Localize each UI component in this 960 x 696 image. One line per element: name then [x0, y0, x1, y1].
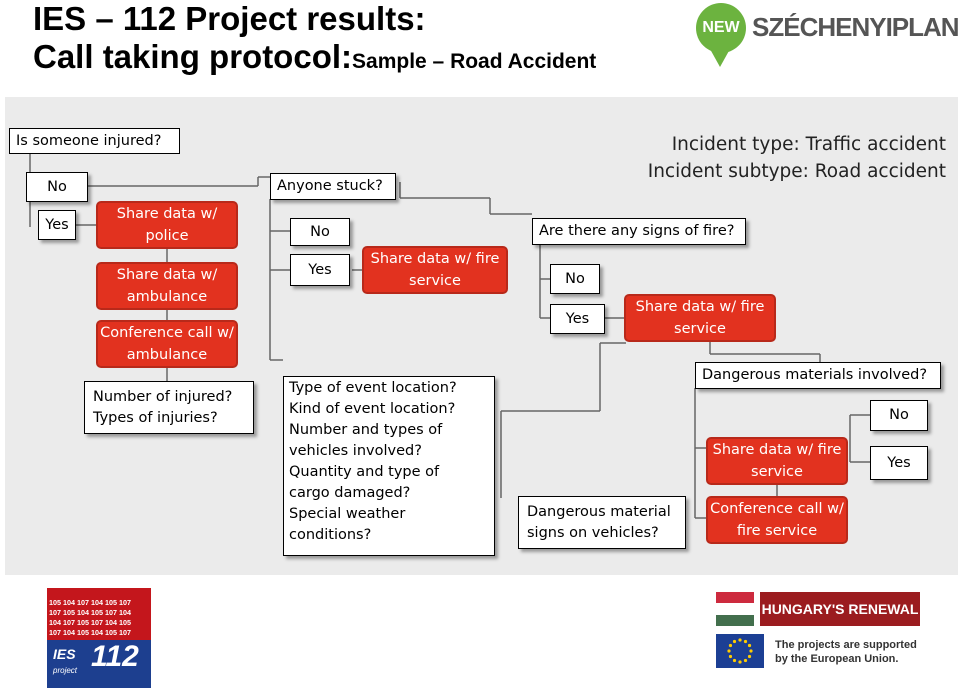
eu-star-icon [749, 649, 753, 653]
eu-star-icon [747, 654, 752, 659]
subtitle-main: Call taking protocol: [33, 38, 353, 75]
ies-number-grid: 105 104 107 104 105 107 107 105 104 105 … [49, 598, 149, 638]
eu-star-icon [738, 660, 742, 664]
injury-count-question: Number of injured? [93, 388, 233, 405]
question-signs-of-fire: Are there any signs of fire? [532, 218, 746, 245]
ies-112-logo: 105 104 107 104 105 107 107 105 104 105 … [47, 588, 151, 688]
detail-line: Kind of event location? [289, 401, 456, 417]
detail-line: Special weather [289, 506, 406, 522]
ies-number-row: 105 104 107 104 105 107 [49, 598, 131, 607]
share-data-police[interactable]: Share data w/ police [96, 201, 238, 249]
detail-line: Quantity and type of [289, 464, 440, 480]
hungarys-renewal-text: HUNGARY'S RENEWAL [760, 592, 920, 626]
page-title: IES – 112 Project results: [33, 0, 426, 37]
hungarian-flag-icon [716, 592, 754, 626]
incident-subtype-label: Incident subtype: Road accident [647, 161, 946, 182]
answer-no-injured[interactable]: No [26, 172, 88, 202]
detail-line: Type of event location? [289, 380, 457, 396]
eu-star-icon [732, 639, 737, 644]
page-subtitle: Call taking protocol:Sample – Road Accid… [33, 38, 596, 76]
share-data-fire-dangerous[interactable]: Share data w/ fire service [706, 437, 848, 485]
eu-star-icon [732, 658, 737, 663]
eu-star-icon [747, 643, 752, 648]
ies-logo-bottom: IES 112 project [47, 640, 151, 688]
detail-line: Number and types of [289, 422, 443, 438]
answer-yes-stuck[interactable]: Yes [290, 254, 350, 286]
eu-star-icon [738, 638, 742, 642]
question-dangerous-materials: Dangerous materials involved? [695, 362, 941, 389]
eu-support-line2: by the European Union. [775, 653, 899, 665]
share-data-fire-signs[interactable]: Share data w/ fire service [624, 294, 776, 342]
ies-number-row: 104 107 105 107 104 105 [49, 618, 131, 627]
answer-no-fire[interactable]: No [550, 264, 600, 294]
dangerous-signs-line1: Dangerous material [527, 503, 671, 520]
eu-stars-icon [727, 638, 753, 664]
conference-call-ambulance[interactable]: Conference call w/ ambulance [96, 320, 238, 368]
answer-no-stuck[interactable]: No [290, 218, 350, 246]
detail-line: cargo damaged? [289, 485, 411, 501]
ies-label: IES [53, 646, 76, 662]
hungarys-renewal-banner: HUNGARY'S RENEWAL [716, 592, 920, 626]
detail-line: vehicles involved? [289, 443, 422, 459]
ies-project-label: project [53, 666, 78, 675]
injury-types-question: Types of injuries? [93, 409, 218, 426]
eu-star-icon [728, 643, 733, 648]
eu-star-icon [727, 649, 731, 653]
eu-support-line1: The projects are supported [775, 639, 917, 651]
szechenyi-plan-logo: SZÉCHENYIPLAN [752, 12, 960, 42]
question-someone-injured: Is someone injured? [9, 128, 180, 154]
eu-flag-icon [716, 634, 764, 668]
event-details-box: Type of event location? Kind of event lo… [283, 376, 495, 556]
ies-112-label: 112 [91, 640, 139, 673]
incident-type-label: Incident type: Traffic accident [671, 134, 946, 155]
eu-star-icon [728, 654, 733, 659]
ies-number-row: 107 104 105 104 105 107 [49, 628, 131, 637]
detail-line: conditions? [289, 527, 372, 543]
share-data-ambulance[interactable]: Share data w/ ambulance [96, 262, 238, 310]
eu-support-text: The projects are supported by the Europe… [775, 638, 917, 666]
subtitle-sample: Sample – Road Accident [352, 50, 597, 73]
ies-number-row: 107 105 104 105 107 104 [49, 608, 131, 617]
share-data-fire-stuck[interactable]: Share data w/ fire service [362, 246, 508, 294]
question-anyone-stuck: Anyone stuck? [270, 173, 396, 200]
eu-star-icon [743, 658, 748, 663]
answer-yes-dangerous[interactable]: Yes [870, 446, 928, 480]
injury-details-box: Number of injured? Types of injuries? [84, 381, 254, 434]
dangerous-signs-line2: signs on vehicles? [527, 524, 659, 541]
answer-yes-fire[interactable]: Yes [550, 304, 605, 334]
answer-yes-injured[interactable]: Yes [38, 210, 76, 240]
eu-star-icon [743, 639, 748, 644]
new-badge-logo: NEW [696, 3, 746, 67]
answer-no-dangerous[interactable]: No [870, 400, 928, 431]
dangerous-signs-box: Dangerous material signs on vehicles? [518, 496, 686, 549]
conference-call-fire[interactable]: Conference call w/ fire service [706, 496, 848, 544]
